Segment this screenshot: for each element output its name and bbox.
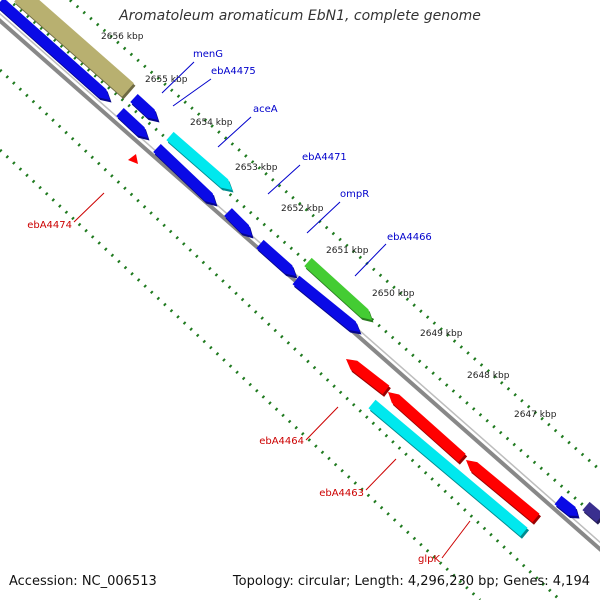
gene-label: aceA — [253, 104, 278, 115]
scale-ticks: 2656 kbp 2655 kbp 2654 kbp 2653 kbp 2652 kbp… — [101, 32, 557, 420]
gene-body — [116, 107, 148, 138]
gene-feature-10 — [292, 275, 362, 335]
gene-feature-4 — [116, 107, 150, 141]
label-leader-line — [305, 406, 339, 441]
dot-track-4 — [0, 148, 482, 600]
dot-track-2 — [0, 68, 562, 600]
scale-tick-label: 2654 kbp — [190, 118, 233, 128]
gene-body — [130, 93, 158, 120]
gene-body — [554, 495, 578, 516]
gene-body — [582, 501, 600, 523]
gene-feature-16 — [582, 501, 600, 525]
gene-feature-1 — [14, 0, 136, 100]
dot-track-3 — [69, 0, 600, 472]
topology-text: Topology: circular; Length: 4,296,230 bp… — [232, 574, 590, 589]
gene-label: ebA4463 — [319, 488, 364, 499]
gene-label: ebA4471 — [302, 152, 347, 163]
gene-label: ebA4475 — [211, 66, 256, 77]
gene-body — [466, 460, 540, 523]
label-leader-line — [365, 458, 397, 491]
gene-label: ebA4474 — [27, 220, 72, 231]
gene-body — [256, 239, 296, 276]
gene-feature-15 — [554, 495, 580, 519]
gene-feature-12 — [388, 392, 468, 465]
gene-feature-3 — [130, 93, 160, 123]
gene-feature-7 — [224, 208, 254, 239]
scale-tick-label: 2652 kbp — [281, 204, 324, 214]
gene-feature-9 — [304, 257, 374, 323]
gene-label: glpK — [418, 554, 440, 565]
gene-feature-6 — [153, 144, 218, 207]
gene-feature-11 — [346, 359, 391, 397]
label-leader-line — [306, 201, 341, 234]
label-leader-line — [441, 520, 471, 559]
gene-feature-5 — [166, 131, 234, 193]
scale-tick-label: 2648 kbp — [467, 371, 510, 381]
label-leader-line — [354, 243, 387, 277]
gene-body — [368, 399, 528, 537]
gene-body — [388, 392, 466, 463]
gene-body — [304, 257, 372, 320]
scale-tick-label: 2647 kbp — [514, 410, 557, 420]
gene-feature-small — [128, 154, 138, 164]
gene-feature-2 — [0, 0, 112, 103]
gene-labels: menG ebA4475 aceA ebA4471 ompR ebA4466 ebA4474… — [27, 49, 471, 565]
label-leader-line — [217, 116, 252, 148]
gene-body — [292, 275, 360, 332]
gene-body — [166, 131, 232, 190]
scale-tick-label: 2651 kbp — [326, 246, 369, 256]
gene-label: ebA4466 — [387, 232, 432, 243]
label-leader-line — [73, 192, 105, 223]
gene-body — [224, 208, 252, 236]
scale-tick-label: 2650 kbp — [372, 289, 415, 299]
gene-feature-13 — [466, 460, 542, 525]
scale-tick-label: 2655 kbp — [145, 75, 188, 85]
gene-body — [0, 0, 110, 100]
gene-label: ebA4464 — [259, 436, 304, 447]
accession-text: Accession: NC_006513 — [9, 574, 157, 589]
gene-features — [0, 0, 600, 539]
map-title: Aromatoleum aromaticum EbN1, complete ge… — [119, 8, 481, 24]
scale-tick-label: 2649 kbp — [420, 329, 463, 339]
label-leader-line — [172, 78, 212, 107]
label-leader-line — [161, 61, 195, 94]
gene-label: ompR — [340, 189, 369, 200]
gene-body — [14, 0, 134, 97]
scale-tick-label: 2653 kbp — [235, 163, 278, 173]
label-leader-line — [267, 164, 301, 195]
gene-feature-8 — [256, 239, 298, 279]
gene-label: menG — [193, 49, 223, 60]
dot-track-1 — [6, 0, 600, 522]
gene-feature-14 — [368, 399, 530, 539]
gene-body — [153, 144, 216, 204]
gene-body — [346, 359, 390, 395]
scale-tick-label: 2656 kbp — [101, 32, 144, 42]
